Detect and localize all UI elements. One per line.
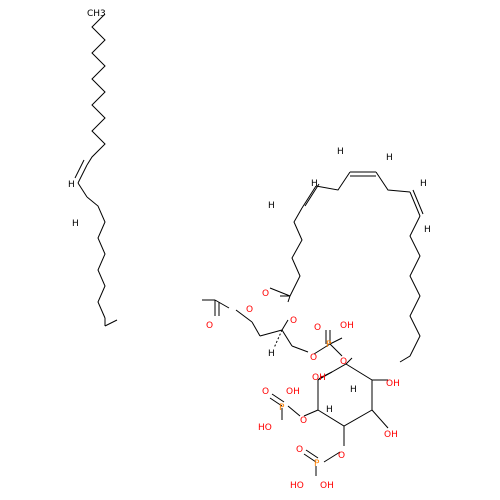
alkene-h-b1: H <box>268 201 275 211</box>
alkene-h-b6: H <box>424 225 431 235</box>
ring-oh-2: OH <box>386 379 400 389</box>
ring-h-2: H <box>326 405 333 415</box>
stereo-h: H <box>268 349 275 359</box>
ring-oh-1: OH <box>312 373 326 383</box>
p1-oh: OH <box>340 321 354 331</box>
alkene-h-b3: H <box>337 147 344 157</box>
p3-ho: HO <box>290 481 304 491</box>
phosphorus-2: P <box>279 403 285 413</box>
p2-oh: OH <box>286 387 300 397</box>
p1-double-o: O <box>314 323 321 333</box>
phosphodiester-o: O <box>310 353 317 363</box>
alkene-h-b2: H <box>311 179 318 189</box>
ester2-link-o: O <box>290 316 297 326</box>
alkene-h-a2: H <box>72 219 79 229</box>
methyl-label: CH3 <box>87 9 106 19</box>
phosphodiester-group <box>313 330 343 357</box>
ring-oh-3: OH <box>384 430 398 440</box>
phosphorus-3: P <box>314 459 320 469</box>
glycerol-backbone <box>259 319 309 353</box>
p2-link-o: O <box>300 416 307 426</box>
ester-group-1 <box>202 299 261 337</box>
p3-link-o: O <box>338 451 345 461</box>
ester2-carbonyl-o: O <box>262 289 269 299</box>
p3-oh: OH <box>320 481 334 491</box>
fatty-acid-chain-b <box>269 171 424 363</box>
p2-double-o: O <box>262 387 269 397</box>
p3-double-o: O <box>296 445 303 455</box>
ester1-carbonyl-o: O <box>206 321 213 331</box>
phosphate-group-3 <box>303 449 341 476</box>
inositol-ring <box>303 357 389 446</box>
p2-ho: HO <box>258 423 272 433</box>
ester1-link-o: O <box>246 305 253 315</box>
phosphate-group-2 <box>269 393 301 420</box>
ring-h-1: H <box>350 385 357 395</box>
fatty-acid-chain-a <box>74 13 118 327</box>
phosphorus-1: P <box>326 340 332 350</box>
p1-ring-o: O <box>340 357 347 367</box>
alkene-h-b4: H <box>386 153 393 163</box>
alkene-h-b5: H <box>420 179 427 189</box>
alkene-h-a1: H <box>68 180 75 190</box>
